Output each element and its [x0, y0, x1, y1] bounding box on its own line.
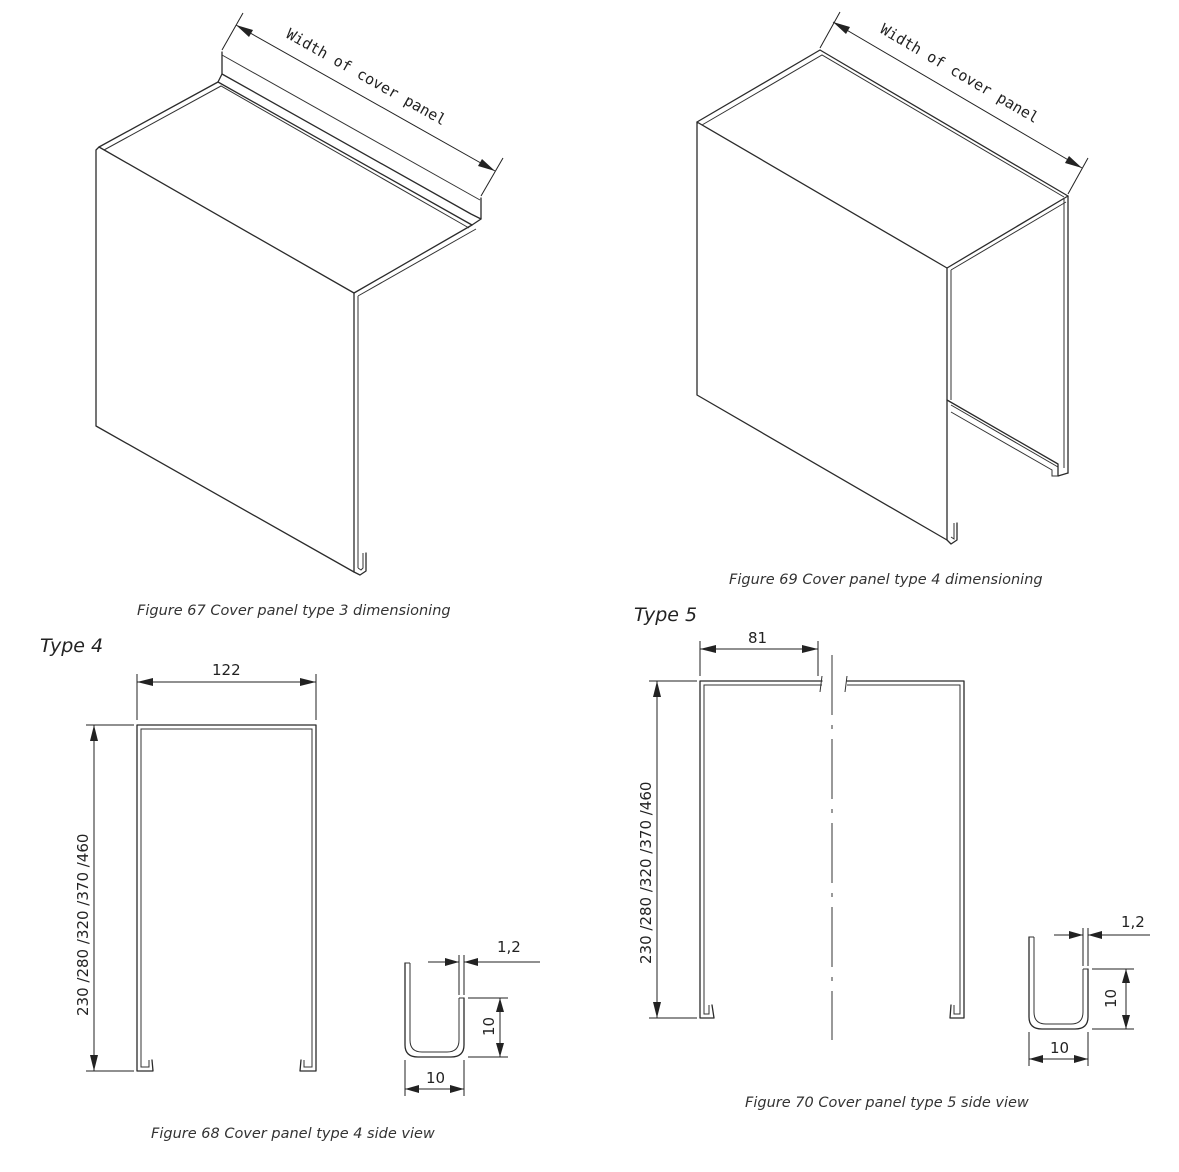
figure-68-hook-width-dimension: 10	[426, 1069, 445, 1087]
figure-68-thickness-dimension: 1,2	[497, 938, 521, 956]
figure-69-caption: Figure 69 Cover panel type 4 dimensionin…	[729, 572, 1043, 588]
figure-69-isometric-type4: Width of cover panel Figure 69 Cover pan…	[696, 11, 1089, 588]
figure-68-type-title: Type 4	[40, 635, 103, 657]
figure-68-height-dimension: 230 /280 /320 /370 /460	[74, 834, 92, 1016]
figure-67-caption: Figure 67 Cover panel type 3 dimensionin…	[137, 603, 451, 619]
figure-70-hook-detail: 1,2 10 10	[1028, 913, 1150, 1066]
figure-70-type-title: Type 5	[634, 604, 697, 626]
figure-67-width-dimension-label: Width of cover panel	[283, 25, 449, 129]
figure-70-caption: Figure 70 Cover panel type 5 side view	[745, 1095, 1029, 1111]
figure-70-thickness-dimension: 1,2	[1121, 913, 1145, 931]
figure-70-hook-width-dimension: 10	[1050, 1039, 1069, 1057]
figure-70-height-dimension: 230 /280 /320 /370 /460	[637, 782, 655, 964]
figure-70-hook-height-dimension: 10	[1102, 989, 1120, 1008]
figure-68-hook-detail: 1,2 10 10	[404, 938, 540, 1096]
figure-68-hook-height-dimension: 10	[480, 1017, 498, 1036]
figure-70-width-dimension: 81	[748, 629, 767, 647]
figure-68-caption: Figure 68 Cover panel type 4 side view	[151, 1126, 435, 1142]
figure-69-width-dimension-label: Width of cover panel	[877, 20, 1042, 127]
figure-68-type4-side-view: Type 4 122 230 /280 /320 /370 /460	[40, 635, 540, 1142]
figure-68-width-dimension: 122	[212, 661, 241, 679]
figure-70-type5-side-view: Type 5 81 230 /280 /320 /370 /460	[634, 604, 1150, 1111]
figure-67-isometric-type3: Width of cover panel Figure 67 Cover pan…	[95, 12, 504, 619]
